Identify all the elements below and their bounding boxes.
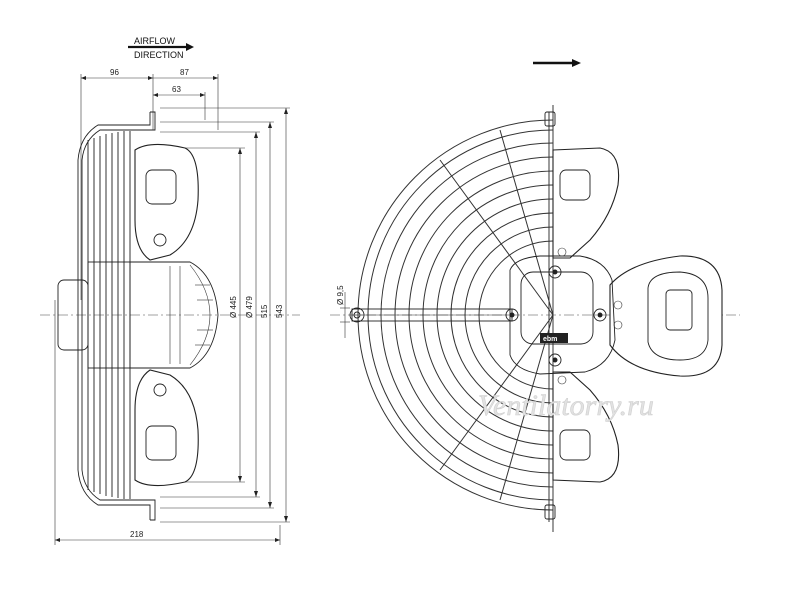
airflow-label-line1: AIRFLOW: [134, 36, 176, 46]
label-plate-text: ebm: [543, 336, 557, 343]
ebm-label-plate: [540, 333, 568, 343]
blade-upper: [552, 147, 620, 259]
dim-479-label: Ø 479: [245, 296, 254, 318]
dim-515-label: 515: [260, 304, 269, 318]
front-view: Ø 9,5 ebm: [330, 59, 740, 532]
watermark-text: Ventilatorry.ru: [478, 389, 654, 422]
dim-218-label: 218: [130, 530, 144, 539]
airflow-arrowhead-icon: [186, 43, 194, 51]
dim-543-label: 543: [275, 304, 284, 318]
dim-96-label: 96: [110, 68, 119, 77]
dim-63-label: 63: [172, 85, 181, 94]
airflow-label-line2: DIRECTION: [134, 50, 184, 60]
dim-445-label: Ø 445: [229, 296, 238, 318]
dim-9-5-label: Ø 9,5: [336, 285, 345, 305]
airflow-direction-indicator: AIRFLOW DIRECTION: [128, 36, 194, 60]
motor-hub: [509, 255, 616, 375]
blade-lower: [552, 371, 620, 483]
blade-top-side: [134, 143, 199, 261]
dim-87-label: 87: [180, 68, 189, 77]
side-view: 96 87 63 218 Ø 445 Ø 479: [40, 68, 300, 545]
blade-bottom-side: [134, 369, 199, 487]
